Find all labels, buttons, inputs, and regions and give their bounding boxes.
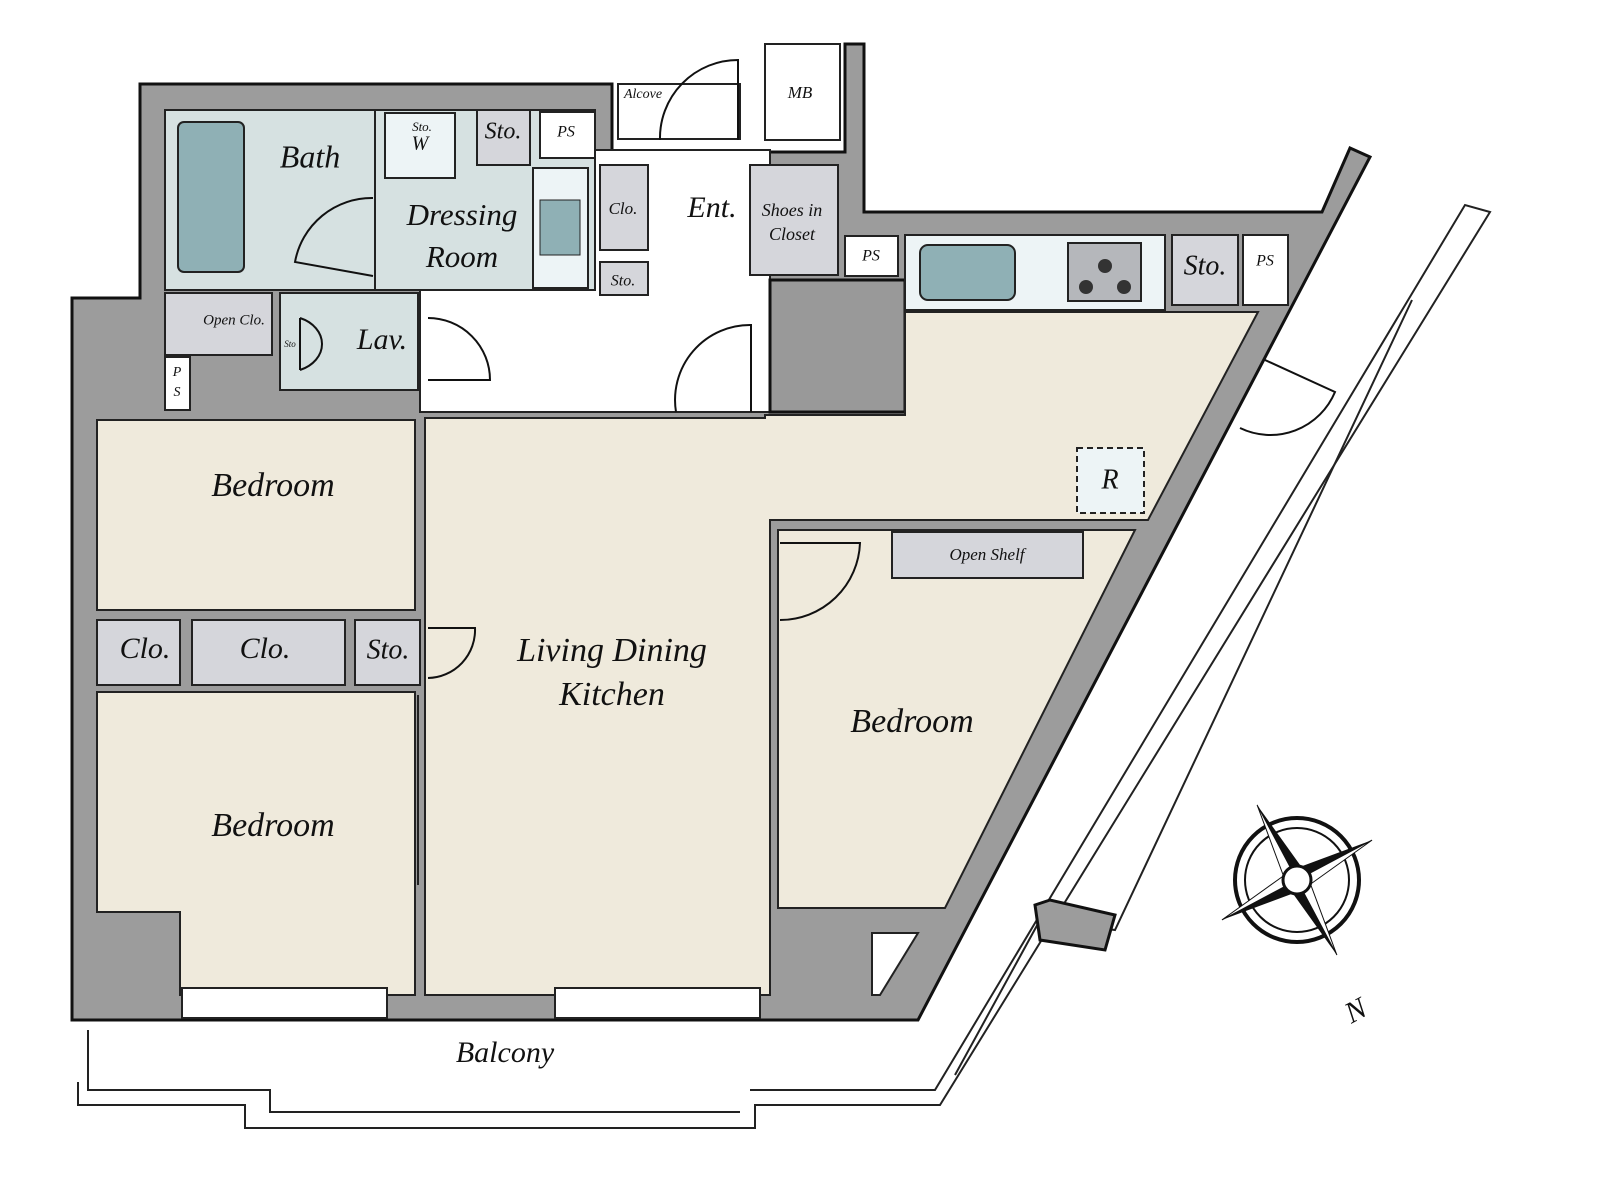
washer-space	[384, 112, 456, 179]
refrigerator-space	[1076, 447, 1145, 514]
compass-icon: N	[1221, 804, 1374, 1030]
bedroom-right	[777, 529, 1137, 909]
pipe-space-top	[539, 111, 596, 159]
clo-1-label: Clo.	[120, 632, 171, 665]
bedroom-top-left	[96, 419, 416, 611]
entrance-closet	[599, 164, 649, 251]
balcony-label: Balcony	[456, 1036, 555, 1069]
bath-label: Bath	[280, 138, 340, 174]
pipe-space-corner	[871, 932, 920, 996]
hall-door[interactable]	[674, 323, 752, 413]
lav-door[interactable]	[427, 317, 492, 381]
open-clo-label: Open Clo.	[203, 312, 265, 328]
ps-top-label: PS	[556, 124, 575, 141]
meter-box	[764, 43, 841, 141]
ps-kitchen-left-label: PS	[861, 248, 880, 265]
open-closet	[164, 292, 273, 356]
pipe-space-kitchen-right	[1242, 234, 1289, 306]
shoes-label-1: Shoes in	[762, 200, 823, 220]
mb-label: MB	[787, 83, 813, 102]
alcove-label: Alcove	[623, 87, 662, 102]
sto-entrance-label: Sto.	[611, 273, 635, 290]
refrigerator-label: R	[1100, 464, 1118, 495]
sink-icon	[539, 199, 581, 256]
lav-label: Lav.	[356, 323, 407, 356]
ps-left-label-1: P	[172, 365, 182, 380]
north-label: N	[1338, 990, 1374, 1030]
bedroom-top-left-label: Bedroom	[211, 467, 334, 504]
closet-2	[191, 619, 346, 686]
shoes-label-2: Closet	[769, 224, 816, 244]
front-door[interactable]	[658, 58, 739, 141]
ps-kitchen-right-label: PS	[1255, 253, 1274, 270]
bedroom-right-door[interactable]	[779, 542, 862, 621]
structural-column	[768, 278, 907, 414]
pipe-space-kitchen-left	[844, 235, 899, 277]
sto-kitchen-label: Sto.	[1184, 250, 1227, 281]
toilet-icon	[299, 317, 323, 371]
kitchen-sink-icon	[919, 244, 1016, 301]
pipe-space-left	[164, 356, 191, 411]
sto-lav-label: Sto	[284, 339, 296, 349]
sto-washer-label: Sto.	[412, 119, 432, 134]
open-shelf	[891, 531, 1084, 579]
sto-top-label: Sto.	[485, 119, 522, 145]
clo-2-label: Clo.	[240, 632, 291, 665]
lavatory	[279, 292, 419, 391]
entrance-storage	[599, 261, 649, 296]
bedroom-right-label: Bedroom	[850, 703, 973, 740]
bathtub-icon	[177, 121, 245, 273]
kitchen-storage	[1171, 234, 1239, 306]
bedroom-bottom-left-label: Bedroom	[211, 807, 334, 844]
alcove	[617, 83, 741, 140]
ldk-label-2: Kitchen	[558, 676, 665, 713]
ldk-label-1: Living Dining	[516, 632, 707, 669]
sto-bedroom-label: Sto.	[367, 634, 410, 665]
stove-icon	[1067, 242, 1142, 302]
storage-top	[476, 109, 531, 166]
dressing-label-2: Room	[425, 239, 498, 274]
balcony-wall	[1033, 898, 1117, 952]
bedroom-bottom-left	[96, 691, 416, 996]
entrance-label: Ent.	[686, 191, 736, 224]
open-shelf-label: Open Shelf	[949, 545, 1026, 564]
washer-label: W	[412, 133, 431, 155]
closet-1	[96, 619, 181, 686]
shoe-closet	[749, 164, 839, 276]
storage-door[interactable]	[427, 627, 477, 679]
clo-entrance-label: Clo.	[609, 199, 638, 218]
balcony-door[interactable]	[1239, 359, 1337, 436]
window-ldk	[554, 987, 761, 1019]
bedroom-storage	[354, 619, 421, 686]
window-bedroom	[181, 987, 388, 1019]
bath-door[interactable]	[293, 196, 374, 277]
ps-left-label-2: S	[174, 385, 181, 400]
dressing-label-1: Dressing	[406, 197, 518, 232]
